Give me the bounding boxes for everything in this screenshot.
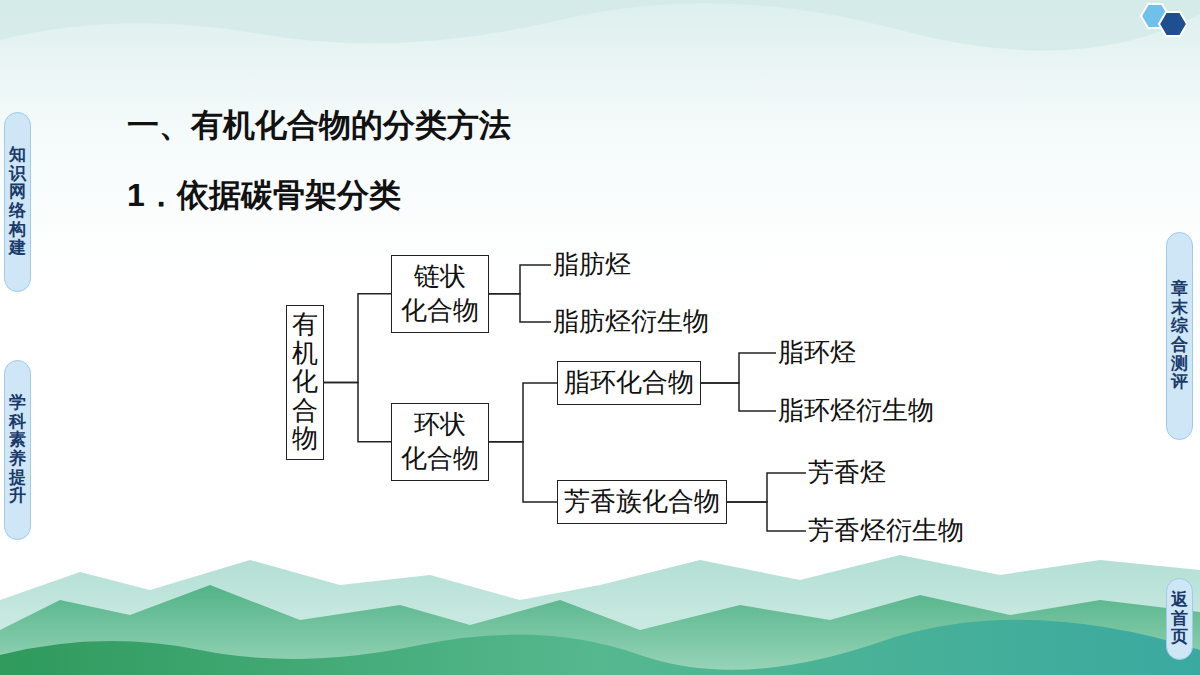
node-text: 返首页 (1171, 591, 1188, 647)
leaf-text: 脂环烃 (776, 334, 858, 372)
node-text: 芳香族化合物 (564, 485, 720, 519)
node-text: 学科素养提升 (9, 394, 26, 506)
node-text: 芳香烃衍生物 (808, 514, 964, 548)
bracket-connector (701, 353, 776, 383)
leaf-text: 芳香烃衍生物 (806, 512, 966, 550)
leaf-text: 脂肪烃 (551, 246, 633, 284)
node-text: 芳香烃 (808, 456, 886, 490)
bracket-connector (489, 265, 551, 294)
node-text: 链状 化合物 (398, 260, 482, 328)
node-text: 脂肪烃 (553, 248, 631, 282)
subcategory-box: 脂环化合物 (557, 361, 701, 405)
node-text: 脂肪烃衍生物 (553, 305, 709, 339)
bracket-connector (489, 442, 557, 502)
node-text: 脂环烃衍生物 (778, 394, 934, 428)
subcategory-box: 芳香族化合物 (557, 480, 727, 524)
node-text: 知识网络构建 (9, 146, 26, 258)
bracket-connector (324, 382, 391, 441)
section-heading: 1．依据碳骨架分类 (127, 174, 401, 218)
bracket-connector (489, 383, 557, 442)
bracket-connector (701, 383, 776, 411)
category-box: 链状 化合物 (391, 255, 489, 333)
bracket-connector (489, 294, 551, 322)
hexagon-icon (1141, 4, 1187, 36)
node-text: 脂环烃 (778, 336, 856, 370)
side-tab: 返首页 (1166, 578, 1193, 660)
leaf-text: 脂环烃衍生物 (776, 392, 936, 430)
bracket-connector (727, 473, 806, 502)
side-tab: 章末综合测评 (1166, 232, 1193, 440)
bracket-connector (324, 294, 391, 383)
root-box: 有机化合物 (286, 305, 324, 460)
category-box: 环状 化合物 (391, 403, 489, 481)
side-tab: 学科素养提升 (4, 360, 31, 540)
node-text: 环状 化合物 (398, 408, 482, 476)
bracket-connector (727, 502, 806, 531)
side-tab: 知识网络构建 (4, 112, 31, 292)
node-text: 脂环化合物 (564, 366, 694, 400)
node-text: 有机化合物 (292, 311, 318, 454)
leaf-text: 芳香烃 (806, 454, 888, 492)
node-text: 章末综合测评 (1171, 280, 1188, 392)
slide-title: 一、有机化合物的分类方法 (127, 104, 511, 148)
leaf-text: 脂肪烃衍生物 (551, 303, 711, 341)
